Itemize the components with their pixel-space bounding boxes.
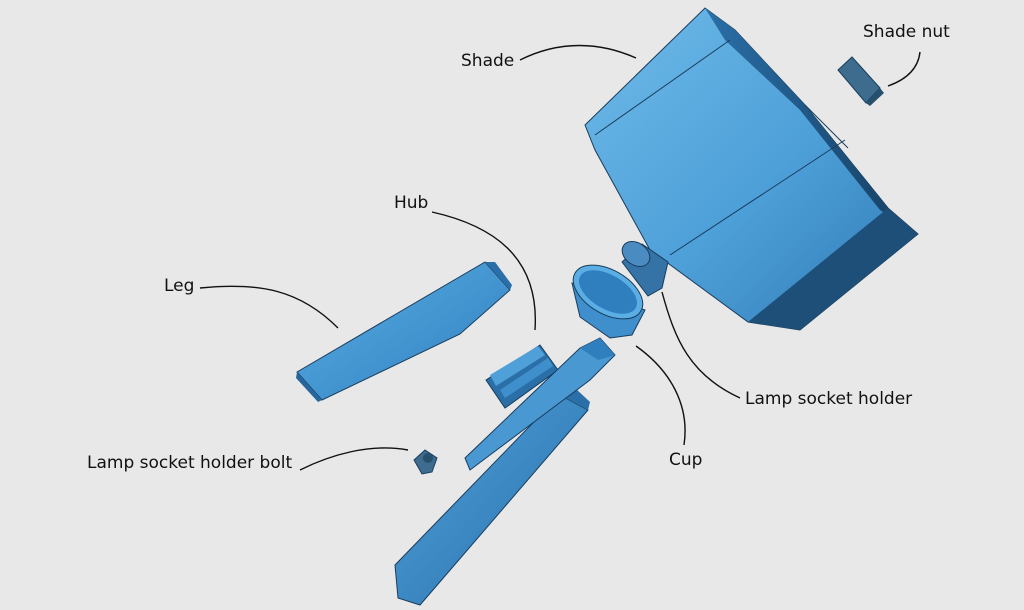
leg-label: Leg bbox=[164, 276, 195, 296]
socket-holder-bracket-part bbox=[394, 337, 616, 606]
lamp-socket-holder-part bbox=[621, 241, 669, 297]
leg-leader-line bbox=[199, 285, 339, 329]
cup-label: Cup bbox=[669, 450, 703, 470]
shade-nut-part bbox=[837, 56, 884, 106]
leader-lines bbox=[199, 44, 921, 471]
cup-leader-line bbox=[635, 345, 686, 446]
lamp-socket-holder-bolt-label: Lamp socket holder bolt bbox=[87, 453, 293, 473]
hub-label: Hub bbox=[394, 193, 429, 213]
cup-part bbox=[571, 264, 646, 339]
lamp-socket-holder-leader-line bbox=[661, 291, 741, 399]
shade-leader-line bbox=[519, 44, 637, 61]
shade-label: Shade bbox=[461, 51, 515, 71]
leg-part bbox=[296, 261, 512, 402]
hub-leader-line bbox=[431, 211, 536, 331]
bolt-leader-line bbox=[299, 447, 409, 471]
lamp-socket-holder-label: Lamp socket holder bbox=[745, 389, 913, 409]
shade-nut-leader-line bbox=[887, 51, 921, 87]
shade-part bbox=[584, 7, 919, 331]
shade-nut-label: Shade nut bbox=[863, 22, 950, 42]
lamp-socket-holder-bolt-part bbox=[413, 449, 438, 475]
